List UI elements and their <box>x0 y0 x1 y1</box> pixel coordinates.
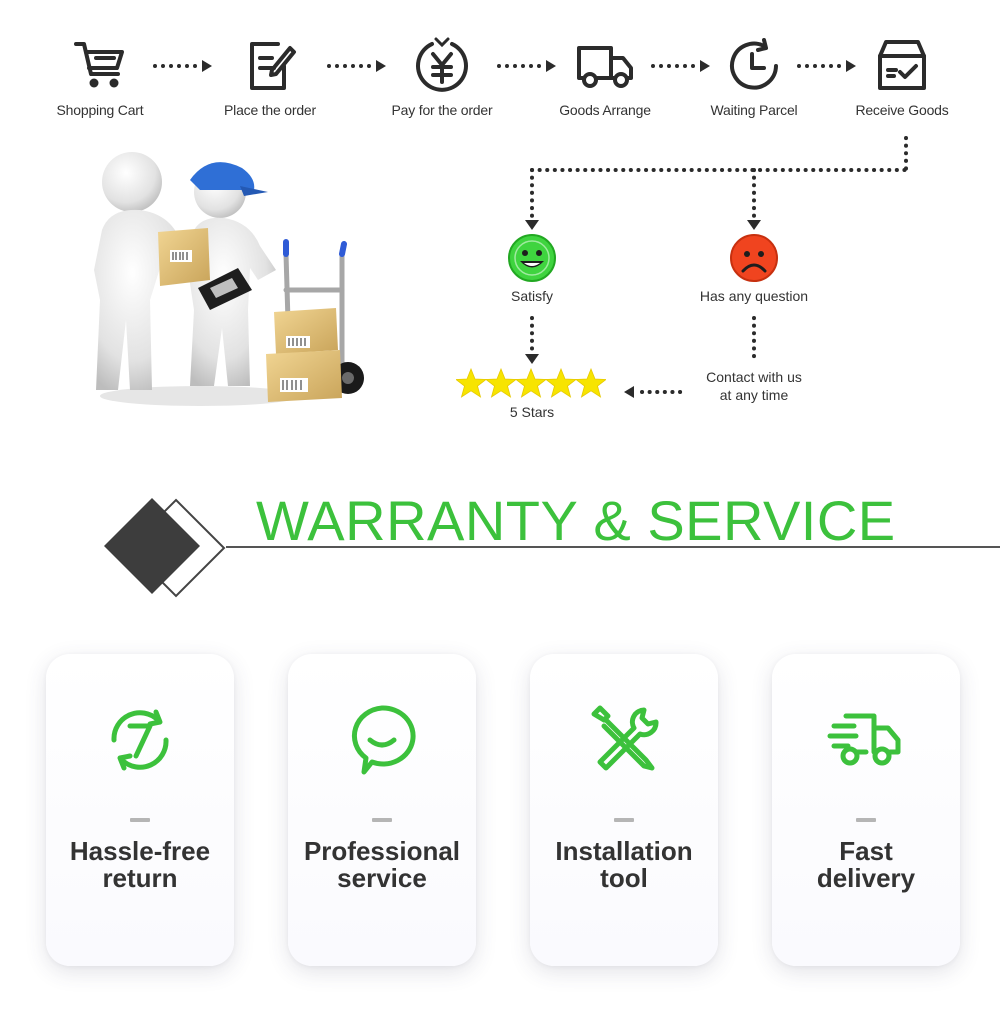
step-label: Pay for the order <box>391 102 493 118</box>
diamond-ornament <box>104 498 226 598</box>
star-icon <box>484 368 518 398</box>
stars-label: 5 Stars <box>509 404 555 420</box>
star-icon <box>574 368 606 398</box>
card-dash <box>372 818 392 822</box>
step-label: Goods Arrange <box>559 102 651 118</box>
star-icon <box>544 368 578 398</box>
star-icon <box>514 368 548 398</box>
step-waiting-parcel: Waiting Parcel <box>684 36 824 118</box>
order-form-icon <box>250 42 296 90</box>
step-label: Place the order <box>224 102 316 118</box>
card-title: Installation tool <box>530 838 718 892</box>
card-title-line1: Installation <box>555 836 693 866</box>
step-label: Shopping Cart <box>56 102 144 118</box>
arrow-dots <box>797 60 856 72</box>
card-title-line2: return <box>102 863 178 893</box>
step-place-order: Place the order <box>200 36 340 118</box>
step-receive-goods: Receive Goods <box>832 36 972 118</box>
step-shopping-cart: Shopping Cart <box>30 36 170 118</box>
card-title-line1: Hassle-free <box>69 836 211 866</box>
card-dash <box>130 818 150 822</box>
card-title: Professional service <box>288 838 476 892</box>
five-stars-rating <box>456 368 606 398</box>
shopping-cart-icon <box>74 42 124 88</box>
contact-line1: Contact with us <box>706 369 802 385</box>
warranty-divider <box>226 546 1000 548</box>
card-fast-delivery: Fast delivery <box>772 654 960 966</box>
card-title-line2: delivery <box>816 863 916 893</box>
card-title-line2: service <box>337 863 427 893</box>
contact-line2: at any time <box>719 387 789 403</box>
card-title-line1: Professional <box>303 836 461 866</box>
arrow-dots <box>497 60 556 72</box>
sad-face-icon <box>730 234 778 282</box>
card-dash <box>614 818 634 822</box>
arrow-dots <box>153 60 212 72</box>
yuan-coin-icon <box>416 37 468 92</box>
warranty-title: WARRANTY & SERVICE <box>256 489 896 552</box>
delivery-people-illustration <box>94 152 364 406</box>
clock-icon <box>730 38 778 90</box>
card-title-line2: tool <box>600 863 648 893</box>
chat-bubble-icon <box>351 705 416 775</box>
step-label: Waiting Parcel <box>710 102 798 118</box>
card-hassle-free-return: Hassle-free return <box>46 654 234 966</box>
arrow-dots <box>651 60 710 72</box>
fast-truck-icon <box>827 713 901 766</box>
feedback-connectors <box>525 136 908 398</box>
satisfy-label: Satisfy <box>510 288 553 304</box>
step-goods-arrange: Goods Arrange <box>535 36 675 118</box>
contact-note: Contact with us at any time <box>680 368 828 404</box>
arrow-dots <box>327 60 386 72</box>
card-title: Fast delivery <box>772 838 960 892</box>
parcel-box-icon <box>878 40 926 90</box>
step-label: Receive Goods <box>855 102 949 118</box>
card-title-line1: Fast <box>839 836 893 866</box>
card-installation-tool: Installation tool <box>530 654 718 966</box>
card-title: Hassle-free return <box>46 838 234 892</box>
card-professional-service: Professional service <box>288 654 476 966</box>
smiley-face-icon <box>508 234 556 282</box>
question-label: Has any question <box>699 288 809 304</box>
delivery-truck-icon <box>577 46 633 88</box>
tools-icon <box>591 705 659 771</box>
star-icon <box>456 368 488 398</box>
step-pay-order: Pay for the order <box>372 36 512 118</box>
card-dash <box>856 818 876 822</box>
seven-day-return-icon <box>111 709 169 771</box>
